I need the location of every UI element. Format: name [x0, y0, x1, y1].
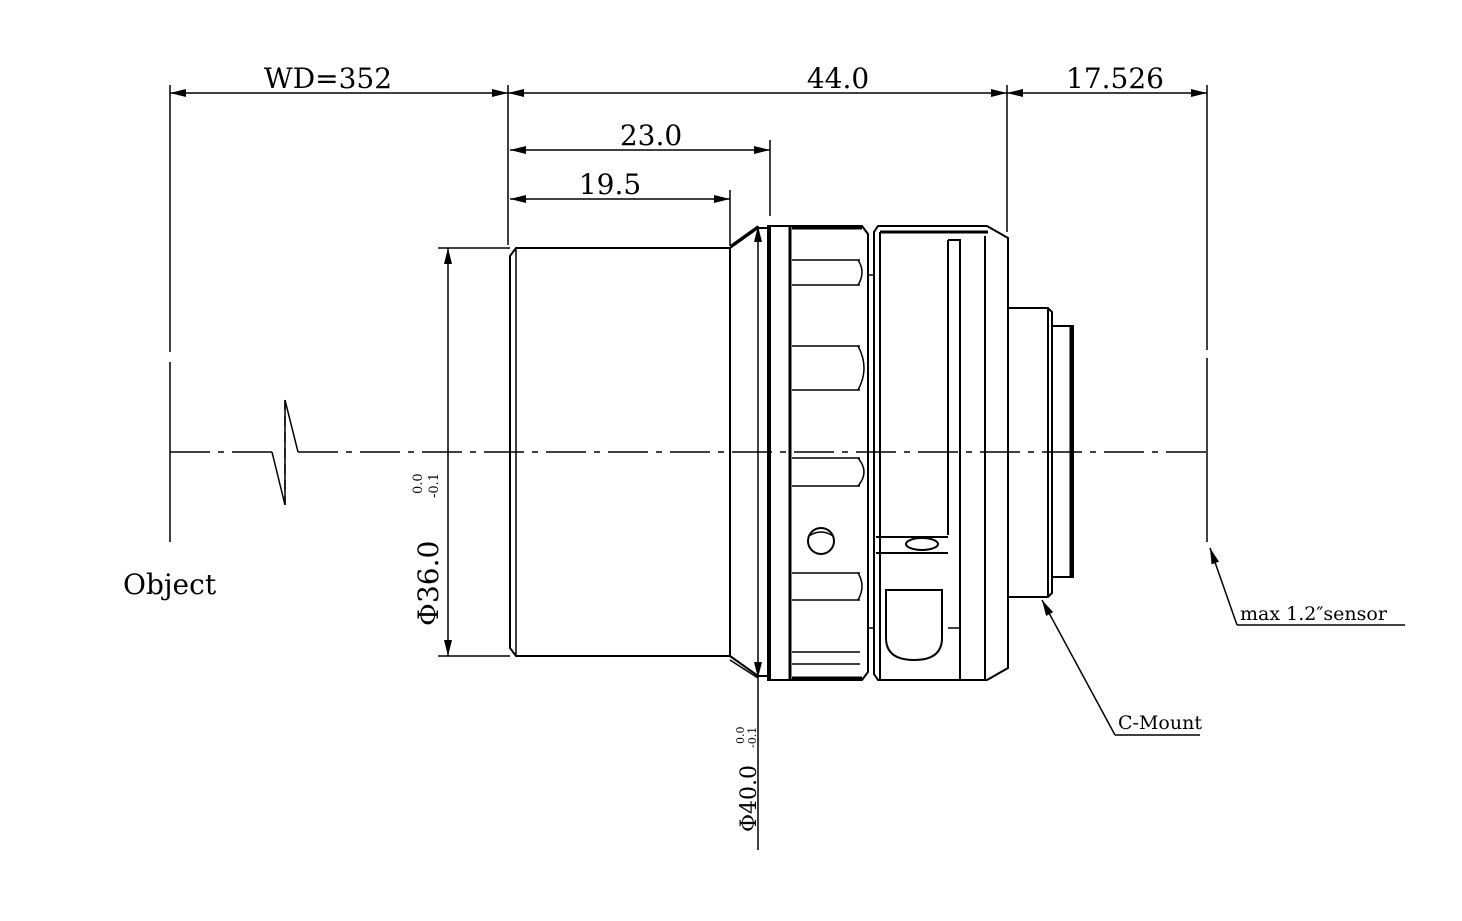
screw-hole-icon [807, 527, 835, 555]
ring-tol-upper: 0.0 [734, 727, 747, 745]
ring-tol-lower: -0.1 [746, 727, 759, 748]
ring-length-label: 23.0 [620, 119, 682, 152]
sensor-label: max 1.2″sensor [1240, 603, 1388, 625]
back-focal-label: 17.526 [1066, 62, 1164, 95]
c-mount-thread [1008, 307, 1074, 598]
label-window [885, 589, 943, 662]
barrel-tol-upper: 0.0 [411, 473, 426, 494]
ring-diameter-label: Φ40.0 [737, 765, 762, 832]
front-barrel [509, 227, 768, 677]
length-label: 44.0 [807, 62, 869, 95]
barrel-diameter-label: Φ36.0 [412, 541, 445, 626]
focus-ring [767, 225, 875, 681]
barrel-length-label: 19.5 [579, 168, 641, 201]
optical-axis [170, 399, 1207, 506]
rear-body [873, 225, 1009, 681]
locking-screw-icon [905, 537, 939, 551]
c-mount-label: C-Mount [1118, 712, 1202, 734]
object-label: Object [123, 568, 217, 601]
wd-label: WD=352 [264, 62, 392, 95]
extension-lines [169, 85, 1208, 657]
leaders [1041, 547, 1405, 736]
barrel-tol-lower: -0.1 [427, 473, 442, 498]
